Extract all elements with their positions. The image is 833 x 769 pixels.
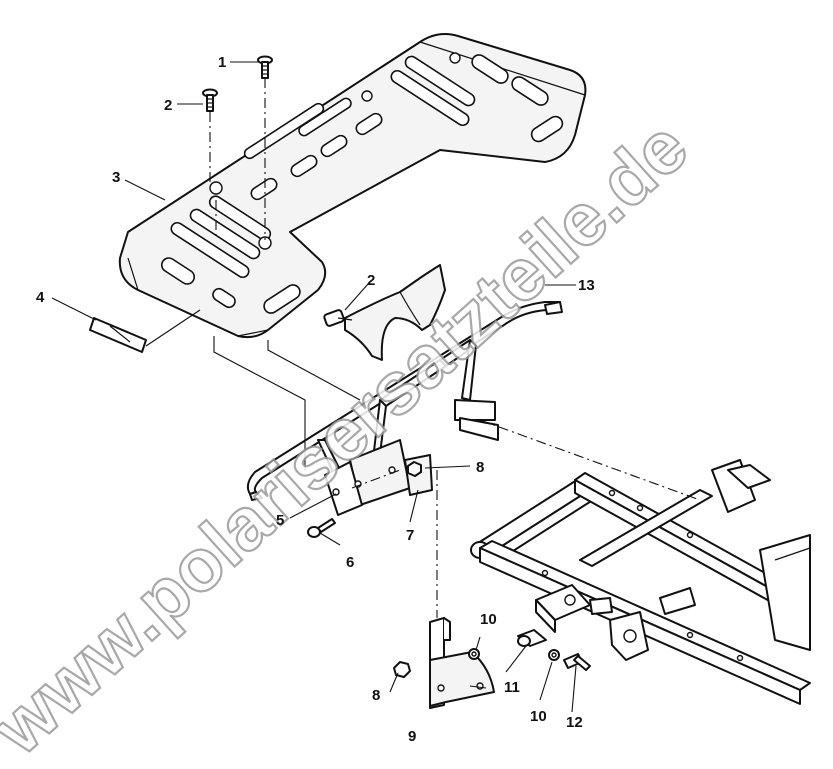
- callout-1: 1: [218, 54, 226, 71]
- callout-2-top: 2: [164, 97, 172, 114]
- reflector: [89, 317, 147, 353]
- lower-bracket: [429, 617, 495, 709]
- callout-2-lower: 2: [367, 272, 375, 289]
- callout-5: 5: [276, 512, 284, 529]
- callout-9: 9: [408, 728, 416, 745]
- support-plate: [323, 264, 446, 361]
- callout-numbers: 1 2 3 4 2 13 8 5 7 6 10 8 11 10 12 9: [36, 54, 595, 745]
- assembly-lines: [209, 78, 701, 618]
- callout-8-upper: 8: [476, 459, 484, 476]
- rear-rack: [118, 33, 587, 339]
- callout-12: 12: [566, 714, 583, 731]
- callout-4: 4: [36, 289, 45, 306]
- leader-lines: [51, 61, 577, 713]
- bolt-12: [563, 653, 591, 671]
- callout-10-upper: 10: [480, 611, 497, 628]
- callout-8-lower: 8: [372, 687, 380, 704]
- rack-support-frame: [246, 301, 563, 516]
- screw-2-top: [202, 88, 218, 112]
- vehicle-frame: [470, 459, 811, 705]
- nut-lower: [393, 661, 411, 678]
- screw-6: [307, 518, 336, 538]
- nut-upper: [407, 461, 422, 477]
- callout-13: 13: [578, 277, 595, 294]
- screw-1: [257, 55, 273, 79]
- callout-6: 6: [346, 554, 354, 571]
- watermark-text: www.polarisersatzteile.de: [0, 105, 703, 769]
- callout-11: 11: [504, 679, 520, 696]
- spacer: [517, 629, 547, 647]
- callout-7: 7: [406, 527, 414, 544]
- callout-3: 3: [112, 169, 120, 186]
- frame-mount-bracket: [535, 584, 613, 633]
- callout-10-lower: 10: [530, 708, 547, 725]
